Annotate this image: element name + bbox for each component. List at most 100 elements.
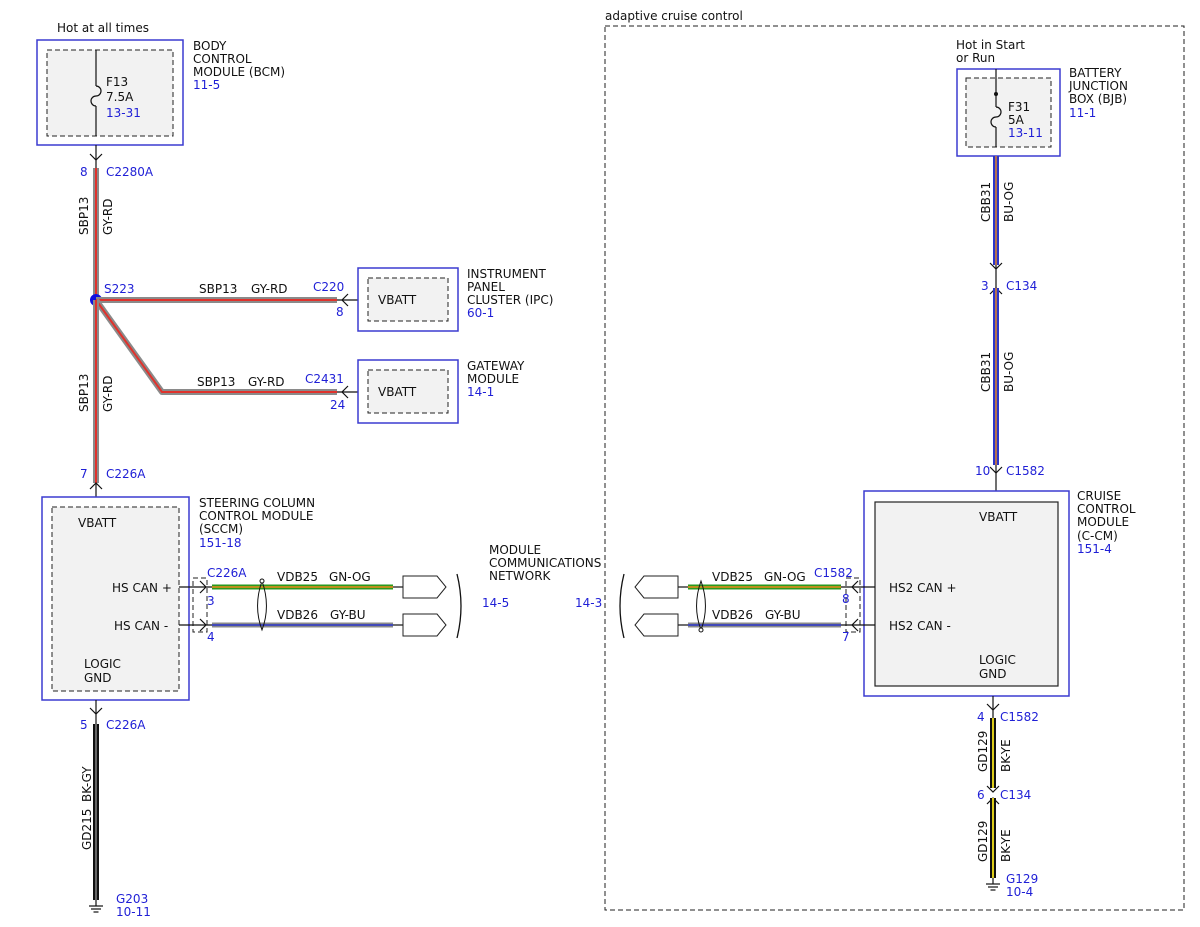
sccm-gnd-connector[interactable]: C226A: [106, 718, 146, 732]
sccm-name-line-1: STEERING COLUMN: [199, 496, 315, 510]
ccm-gnd-connector[interactable]: C1582: [1000, 710, 1039, 724]
network-connector-icon[interactable]: [402, 613, 447, 637]
ccm-module[interactable]: VBATT HS2 CAN + HS2 CAN - LOGIC GND: [863, 490, 1070, 697]
wire-sbp13-gateway[interactable]: [93, 298, 337, 395]
ccm-can-plus: HS2 CAN +: [889, 581, 957, 595]
cbb31-upper-circuit: CBB31: [979, 182, 993, 222]
ccm-gnd-pin: 4: [977, 710, 985, 724]
ccm-name-line-1: CRUISE: [1077, 489, 1121, 503]
right-network-ref[interactable]: 14-3: [575, 596, 602, 610]
ipc-connector[interactable]: C220: [313, 280, 344, 294]
right-can-lo-circuit: VDB26: [712, 608, 753, 622]
hot-in-start-line-1: Hot in Start: [956, 38, 1025, 52]
ipc-module[interactable]: VBATT: [357, 267, 459, 332]
sccm-gnd-pin: 5: [80, 718, 88, 732]
gd215-color: BK-GY: [80, 766, 94, 802]
bjb-ref[interactable]: 11-1: [1069, 106, 1096, 120]
gw-wire-color: GY-RD: [248, 375, 285, 389]
g129-ref[interactable]: 10-4: [1006, 885, 1033, 899]
network-connector-icon[interactable]: [634, 613, 679, 637]
right-can-hi-circuit: VDB25: [712, 570, 753, 584]
sccm-can-connector-box: [192, 577, 208, 633]
gd129-upper-color: BK-YE: [999, 739, 1013, 772]
sccm-can-plus: HS CAN +: [112, 581, 172, 595]
fuse-icon: [90, 85, 102, 107]
bcm-out-pin: 8: [80, 165, 88, 179]
sccm-wire-circuit: SBP13: [77, 374, 91, 412]
g203-ref[interactable]: 10-11: [116, 905, 151, 919]
ccm-can-connector[interactable]: C1582: [814, 566, 853, 580]
wire-sbp13-top-circuit: SBP13: [77, 197, 91, 235]
g129-id[interactable]: G129: [1006, 872, 1038, 886]
twisted-pair-icon: [257, 579, 267, 632]
sccm-in-connector[interactable]: C226A: [106, 467, 146, 481]
hot-in-start-line-2: or Run: [956, 51, 995, 65]
bcm-name-line-1: BODY: [193, 39, 227, 53]
gd215-circuit: GD215: [80, 809, 94, 850]
sccm-logic: LOGIC: [84, 657, 121, 671]
ccm-vbatt: VBATT: [979, 510, 1018, 524]
left-can-hi-color: GN-OG: [329, 570, 371, 584]
bcm-module[interactable]: F13 7.5A 13-31: [36, 39, 184, 146]
ipc-pin: 8: [336, 305, 344, 319]
bcm-name-line-3: MODULE (BCM): [193, 65, 285, 79]
ccm-name-line-4: (C-CM): [1077, 529, 1118, 543]
bjb-module[interactable]: F31 5A 13-11: [956, 68, 1061, 157]
bcm-ref[interactable]: 11-5: [193, 78, 220, 92]
network-connector-icon[interactable]: [634, 575, 679, 599]
network-line-3: NETWORK: [489, 569, 552, 583]
ipc-name-line-2: PANEL: [467, 280, 505, 294]
c134-connector[interactable]: C134: [1006, 279, 1037, 293]
sccm-module[interactable]: VBATT HS CAN + HS CAN - LOGIC GND: [41, 496, 190, 701]
network-brace-icon: [619, 573, 625, 639]
sccm-vbatt: VBATT: [78, 516, 117, 530]
ipc-vbatt-pin: VBATT: [378, 293, 417, 307]
gw-pin: 24: [330, 398, 345, 412]
splice-id[interactable]: S223: [104, 282, 135, 296]
network-brace-icon: [456, 573, 462, 639]
gateway-module[interactable]: VBATT: [357, 359, 459, 424]
sccm-ref[interactable]: 151-18: [199, 536, 242, 550]
left-network-ref[interactable]: 14-5: [482, 596, 509, 610]
gw-connector[interactable]: C2431: [305, 372, 344, 386]
left-can-lo-color: GY-BU: [330, 608, 366, 622]
network-connector-icon[interactable]: [402, 575, 447, 599]
sccm-name-line-2: CONTROL MODULE: [199, 509, 314, 523]
gnd-c134-connector[interactable]: C134: [1000, 788, 1031, 802]
bjb-name-line-3: BOX (BJB): [1069, 92, 1127, 106]
gw-name-line-2: MODULE: [467, 372, 519, 386]
sccm-can-minus: HS CAN -: [114, 619, 168, 633]
gw-ref[interactable]: 14-1: [467, 385, 494, 399]
wire-sbp13-top-color: GY-RD: [101, 198, 115, 235]
ccm-logic: LOGIC: [979, 653, 1016, 667]
gd129-upper-circuit: GD129: [976, 731, 990, 772]
bcm-name-line-2: CONTROL: [193, 52, 252, 66]
ccm-in-connector[interactable]: C1582: [1006, 464, 1045, 478]
bjb-fuse-rating: 5A: [1008, 113, 1025, 127]
sccm-name-line-3: (SCCM): [199, 522, 243, 536]
acc-section-title: adaptive cruise control: [605, 9, 743, 23]
bcm-fuse-ref[interactable]: 13-31: [106, 106, 141, 120]
ccm-can-pin-plus: 8: [842, 592, 850, 606]
cbb31-lower-color: BU-OG: [1002, 352, 1016, 392]
bjb-name-line-1: BATTERY: [1069, 66, 1122, 80]
ccm-can-connector-box: [845, 577, 861, 633]
bcm-out-connector[interactable]: C2280A: [106, 165, 154, 179]
bcm-fuse-rating: 7.5A: [106, 90, 134, 104]
sccm-can-pin-minus: 4: [207, 630, 215, 644]
gw-vbatt-pin: VBATT: [378, 385, 417, 399]
sccm-can-pin-plus: 3: [207, 594, 215, 608]
ipc-ref[interactable]: 60-1: [467, 306, 494, 320]
ccm-name-line-2: CONTROL: [1077, 502, 1136, 516]
sccm-in-pin: 7: [80, 467, 88, 481]
ccm-gnd: GND: [979, 667, 1007, 681]
bjb-fuse-ref[interactable]: 13-11: [1008, 126, 1043, 140]
ccm-ref[interactable]: 151-4: [1077, 542, 1112, 556]
g203-id[interactable]: G203: [116, 892, 148, 906]
right-can-lo-color: GY-BU: [765, 608, 801, 622]
ccm-can-pin-minus: 7: [842, 630, 850, 644]
ccm-can-minus: HS2 CAN -: [889, 619, 951, 633]
sccm-can-connector[interactable]: C226A: [207, 566, 247, 580]
c134-pin: 3: [981, 279, 989, 293]
